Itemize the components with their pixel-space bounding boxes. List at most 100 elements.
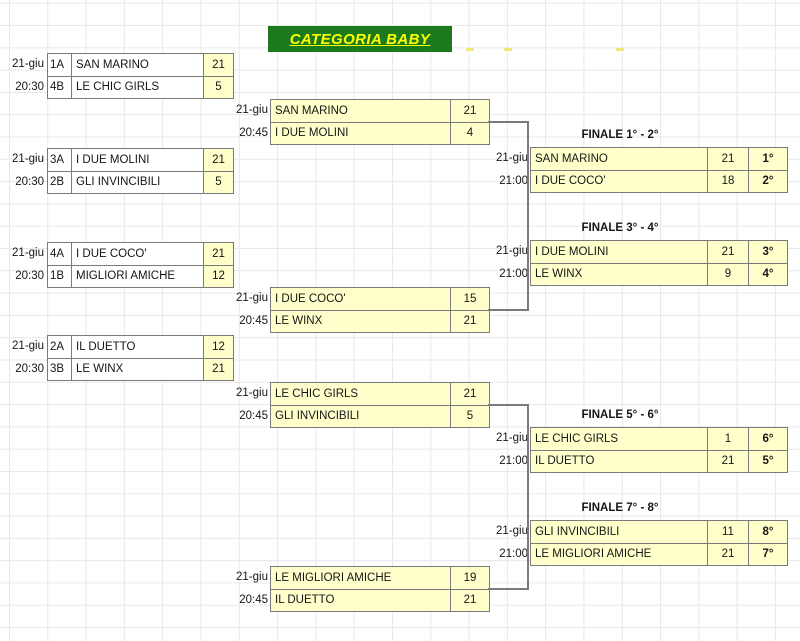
match-row-top: SAN MARINO 21 1° [531, 148, 787, 170]
match-row-bottom: 3B LE WINX 21 [48, 357, 233, 380]
match-datetime: 21-giu 20:45 [180, 287, 268, 333]
match-date: 21-giu [12, 247, 44, 259]
team-cell: I DUE COCO' [531, 170, 707, 192]
team-cell: LE WINX [76, 363, 124, 376]
match-time: 20:30 [15, 81, 44, 93]
match-box: 3A I DUE MOLINI 21 2B GLI INVINCIBILI 5 [47, 148, 234, 194]
match-row-bottom: LE MIGLIORI AMICHE 21 7° [531, 542, 787, 565]
match-row-bottom: 1B MIGLIORI AMICHE 12 [48, 264, 233, 287]
match-box: SAN MARINO 21 I DUE MOLINI 4 [270, 99, 490, 145]
match-date: 21-giu [12, 340, 44, 352]
match-round1-1: 21-giu 20:30 1A SAN MARINO 21 4B LE CHIC… [0, 53, 240, 99]
match-box: LE CHIC GIRLS 1 6° IL DUETTO 21 5° [530, 427, 788, 473]
match-datetime: 21-giu 20:45 [180, 566, 268, 612]
final-header: FINALE 3° - 4° [581, 222, 659, 234]
score-cell: 18 [707, 170, 748, 192]
match-row-top: 2A IL DUETTO 12 [48, 336, 233, 358]
match-box: 2A IL DUETTO 12 3B LE WINX 21 [47, 335, 234, 381]
match-datetime: 21-giu 21:00 [440, 240, 528, 286]
score-cell: 4 [450, 122, 489, 144]
match-box: I DUE MOLINI 21 3° LE WINX 9 4° [530, 240, 788, 286]
match-row-bottom: LE WINX 9 4° [531, 262, 787, 285]
match-time: 20:30 [15, 176, 44, 188]
match-box: 1A SAN MARINO 21 4B LE CHIC GIRLS 5 [47, 53, 234, 99]
score-cell: 21 [203, 149, 233, 171]
match-semifinal-2: 21-giu 20:45 I DUE COCO' 15 LE WINX 21 [180, 287, 492, 333]
team-cell: LE CHIC GIRLS [76, 81, 160, 94]
match-date: 21-giu [12, 153, 44, 165]
score-cell: 12 [203, 265, 233, 287]
bracket-connector [488, 588, 529, 590]
placement-cell: 5° [748, 450, 787, 472]
score-cell: 21 [203, 54, 233, 76]
final-header: FINALE 1° - 2° [581, 129, 659, 141]
score-cell: 5 [450, 405, 489, 427]
match-box: SAN MARINO 21 1° I DUE COCO' 18 2° [530, 147, 788, 193]
placement-cell: 1° [748, 148, 787, 170]
match-row-bottom: LE WINX 21 [271, 309, 489, 332]
match-date: 21-giu [236, 571, 268, 583]
yellow-mark [616, 48, 624, 51]
seed-cell: 3A [48, 149, 72, 171]
seed-cell: 4A [48, 243, 72, 265]
match-final-1-2: FINALE 1° - 2° 21-giu 21:00 SAN MARINO 2… [440, 129, 790, 193]
match-datetime: 21-giu 20:30 [0, 335, 44, 381]
match-row-bottom: IL DUETTO 21 5° [531, 449, 787, 472]
match-time: 21:00 [499, 175, 528, 187]
team-cell: SAN MARINO [531, 148, 707, 170]
match-time: 21:00 [499, 455, 528, 467]
match-semifinal-4: 21-giu 20:45 LE MIGLIORI AMICHE 19 IL DU… [180, 566, 492, 612]
match-row-top: LE CHIC GIRLS 21 [271, 383, 489, 405]
score-cell: 12 [203, 336, 233, 358]
match-date: 21-giu [496, 525, 528, 537]
match-row-bottom: GLI INVINCIBILI 5 [271, 404, 489, 427]
team-cell: SAN MARINO [271, 100, 450, 122]
match-datetime: 21-giu 21:00 [440, 520, 528, 566]
match-datetime: 21-giu 20:45 [180, 99, 268, 145]
team-cell: LE WINX [531, 263, 707, 285]
team-cell: LE CHIC GIRLS [271, 383, 450, 405]
yellow-mark [466, 48, 474, 51]
match-datetime: 21-giu 20:30 [0, 242, 44, 288]
score-cell: 21 [450, 100, 489, 122]
team-cell: I DUE MOLINI [271, 122, 450, 144]
team-cell: IL DUETTO [531, 450, 707, 472]
score-cell: 21 [203, 358, 233, 380]
match-date: 21-giu [496, 245, 528, 257]
placement-cell: 6° [748, 428, 787, 450]
score-cell: 21 [707, 241, 748, 263]
match-time: 20:45 [239, 594, 268, 606]
match-round1-4: 21-giu 20:30 2A IL DUETTO 12 3B LE WINX … [0, 335, 240, 381]
match-semifinal-1: 21-giu 20:45 SAN MARINO 21 I DUE MOLINI … [180, 99, 492, 145]
match-row-bottom: IL DUETTO 21 [271, 588, 489, 611]
team-cell: IL DUETTO [271, 589, 450, 611]
score-cell: 19 [450, 567, 489, 589]
match-semifinal-3: 21-giu 20:45 LE CHIC GIRLS 21 GLI INVINC… [180, 382, 492, 428]
score-cell: 9 [707, 263, 748, 285]
team-cell: LE CHIC GIRLS [531, 428, 707, 450]
match-time: 21:00 [499, 268, 528, 280]
placement-cell: 2° [748, 170, 787, 192]
match-datetime: 21-giu 20:30 [0, 53, 44, 99]
match-row-top: LE CHIC GIRLS 1 6° [531, 428, 787, 450]
team-cell: LE MIGLIORI AMICHE [531, 543, 707, 565]
match-final-5-6: FINALE 5° - 6° 21-giu 21:00 LE CHIC GIRL… [440, 409, 790, 473]
team-cell: I DUE COCO' [271, 288, 450, 310]
match-date: 21-giu [12, 58, 44, 70]
seed-cell: 1A [48, 54, 72, 76]
score-cell: 21 [707, 450, 748, 472]
match-row-top: LE MIGLIORI AMICHE 19 [271, 567, 489, 589]
match-box: LE CHIC GIRLS 21 GLI INVINCIBILI 5 [270, 382, 490, 428]
score-cell: 1 [707, 428, 748, 450]
seed-cell: 3B [48, 358, 72, 380]
team-cell: GLI INVINCIBILI [76, 176, 161, 189]
match-datetime: 21-giu 21:00 [440, 427, 528, 473]
score-cell: 21 [450, 310, 489, 332]
score-cell: 21 [707, 543, 748, 565]
match-row-top: I DUE MOLINI 21 3° [531, 241, 787, 263]
team-cell: SAN MARINO [76, 58, 149, 71]
match-row-top: 1A SAN MARINO 21 [48, 54, 233, 76]
score-cell: 5 [203, 76, 233, 98]
seed-cell: 1B [48, 265, 72, 287]
